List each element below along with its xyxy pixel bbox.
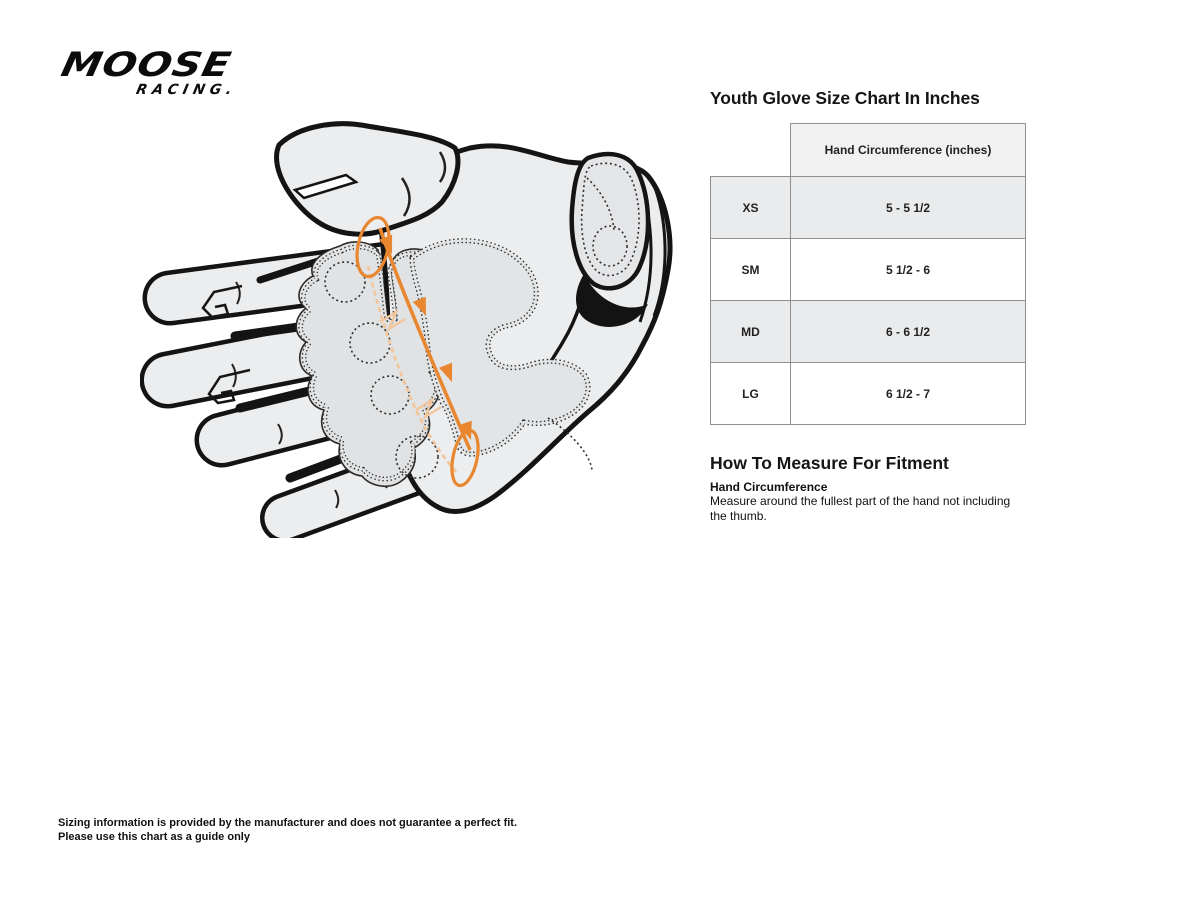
table-column-header: Hand Circumference (inches) <box>790 123 1026 177</box>
wrist-strap <box>569 151 651 327</box>
palm-stitch-region <box>409 238 593 471</box>
table-header-row: Hand Circumference (inches) <box>711 123 1026 177</box>
size-range: 5 1/2 - 6 <box>790 238 1026 301</box>
disclaimer: Sizing information is provided by the ma… <box>58 817 517 844</box>
disclaimer-line2: Please use this chart as a guide only <box>58 830 250 843</box>
size-range: 6 1/2 - 7 <box>790 362 1026 425</box>
tape-back-segment <box>366 265 459 475</box>
size-range: 5 - 5 1/2 <box>790 176 1026 239</box>
measurement-tape <box>355 215 480 488</box>
size-label: XS <box>710 176 791 239</box>
table-row-md: MD 6 - 6 1/2 <box>710 300 1026 363</box>
measure-subtitle: Hand Circumference <box>710 480 828 494</box>
size-label: LG <box>710 362 791 425</box>
tape-line <box>378 227 472 451</box>
glove-thumb <box>274 121 461 237</box>
measure-instructions: Measure around the fullest part of the h… <box>710 494 1011 523</box>
thumb-tab-mark <box>292 173 359 200</box>
size-chart-title: Youth Glove Size Chart In Inches <box>710 88 980 108</box>
tape-arrowheads <box>379 234 472 440</box>
table-corner-cell <box>711 124 791 177</box>
disclaimer-line1: Sizing information is provided by the ma… <box>58 817 518 829</box>
logo-moose-text: MOOSE <box>57 45 235 85</box>
strap-shadow <box>576 274 648 327</box>
size-label: SM <box>710 238 791 301</box>
measure-section-title: How To Measure For Fitment <box>710 453 949 473</box>
strap-stitching <box>580 162 640 277</box>
glove-diagram-svg <box>139 121 673 543</box>
table-row-xs: XS 5 - 5 1/2 <box>710 176 1026 239</box>
glove-illustration <box>139 118 690 543</box>
size-range: 6 - 6 1/2 <box>790 300 1026 363</box>
size-label: MD <box>710 300 791 363</box>
size-chart-table: Hand Circumference (inches) XS 5 - 5 1/2… <box>710 123 1026 425</box>
fingertip-logo-marks <box>201 284 251 405</box>
table-row-sm: SM 5 1/2 - 6 <box>710 238 1026 301</box>
moose-racing-logo: MOOSE RACING. <box>55 45 245 98</box>
table-row-lg: LG 6 1/2 - 7 <box>710 362 1026 425</box>
